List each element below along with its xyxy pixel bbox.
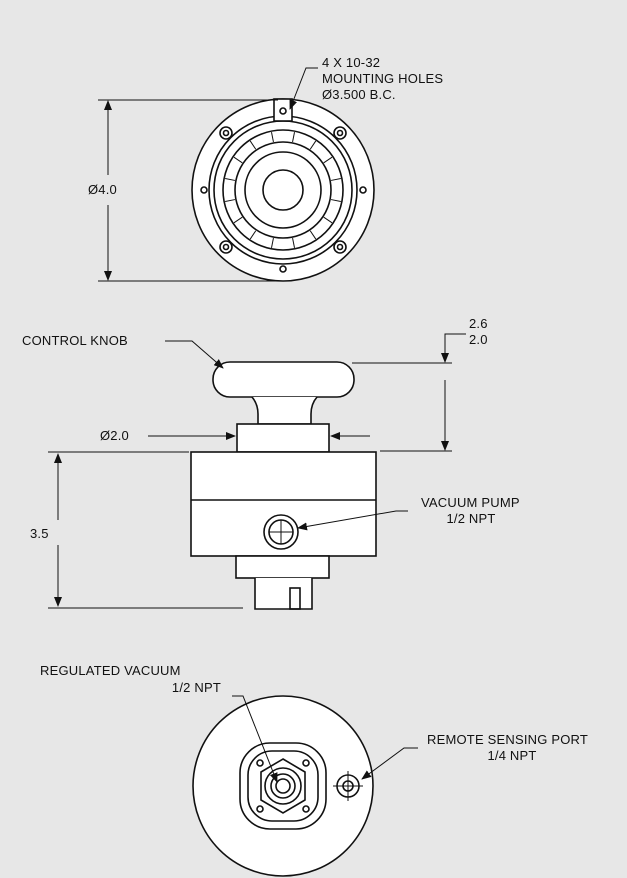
regulated-vacuum-leader [232,695,278,783]
height-min-label: 2.0 [469,332,488,347]
body-rib [323,156,333,164]
body-rib [330,199,341,203]
flange-hole [279,107,287,115]
stem-collar [236,423,330,453]
body-rib [292,132,296,143]
mounting-holes-label-3: Ø3.500 B.C. [322,87,396,102]
control-knob-label: CONTROL KNOB [22,333,128,348]
mounting-hole-inner [222,243,230,251]
outlet-hole [302,805,310,813]
bottom-base [235,555,330,579]
remote-sensing-leader [361,747,418,780]
body-rib [309,140,317,150]
body-rib [233,156,243,164]
mounting-holes [219,126,347,254]
outlet-hex [260,758,306,814]
vacuum-pump-leader [297,510,408,531]
top-body-mid [234,141,332,239]
outlet-flange-inner [247,750,319,822]
regulated-vacuum-label-1: REGULATED VACUUM [40,663,181,678]
outlet-port [270,773,296,799]
outlet-flange [239,742,327,830]
body-rib [249,140,257,150]
top-diameter-label: Ø4.0 [88,182,117,197]
top-view [98,67,375,282]
top-mounting-tab [273,98,293,122]
flange-hole [279,265,287,273]
body-rib [225,199,236,203]
top-flange-outline [191,98,375,282]
remote-sensing-label-1: REMOTE SENSING PORT [427,732,589,747]
body-rib [233,216,243,224]
height-leader [441,333,466,363]
body-rib [309,230,317,240]
vacuum-pump-port-outer [263,514,299,550]
body-height-label: 3.5 [30,526,49,541]
height-max-label: 2.6 [469,316,488,331]
outlet-ring [264,767,302,805]
mounting-holes-leader [289,67,318,110]
body-rib [292,237,296,248]
side-view [48,333,466,610]
vacuum-pump-label-2: 1/2 NPT [446,511,496,526]
control-knob-shape [212,361,355,398]
remote-sensing-label-2: 1/4 NPT [487,748,537,763]
outlet-hole [256,805,264,813]
mounting-holes-label-2: MOUNTING HOLES [322,71,444,86]
body-rib [249,230,257,240]
vacuum-pump-label-1: VACUUM PUMP [421,495,520,510]
mounting-hole [333,240,347,254]
outlet-bore [275,778,291,794]
body-rib [225,177,236,181]
top-knob-hub [262,169,304,211]
flange-hole [200,186,208,194]
mounting-hole [333,126,347,140]
mounting-hole-inner [336,129,344,137]
mounting-holes-label-1: 4 X 10-32 [322,55,381,70]
bottom-view [192,695,418,877]
body-rib [330,177,341,181]
body-rib [270,237,274,248]
body-rib [270,132,274,143]
mounting-hole [219,240,233,254]
flange-hole [359,186,367,194]
stem-diameter-label: Ø2.0 [100,428,129,443]
top-ribs [225,132,341,248]
regulated-vacuum-label-2: 1/2 NPT [171,680,221,695]
regulator-body [190,451,377,557]
outlet-fitting [254,578,313,610]
outlet-notch [289,587,301,610]
mounting-hole-inner [222,129,230,137]
mounting-hole-inner [336,243,344,251]
mounting-hole [219,126,233,140]
knob-neck [251,396,318,425]
top-body-inner [244,151,322,229]
top-body-outer [222,129,344,251]
body-rib [323,216,333,224]
outlet-hole [302,759,310,767]
control-knob-leader [165,340,224,369]
outlet-hole [256,759,264,767]
